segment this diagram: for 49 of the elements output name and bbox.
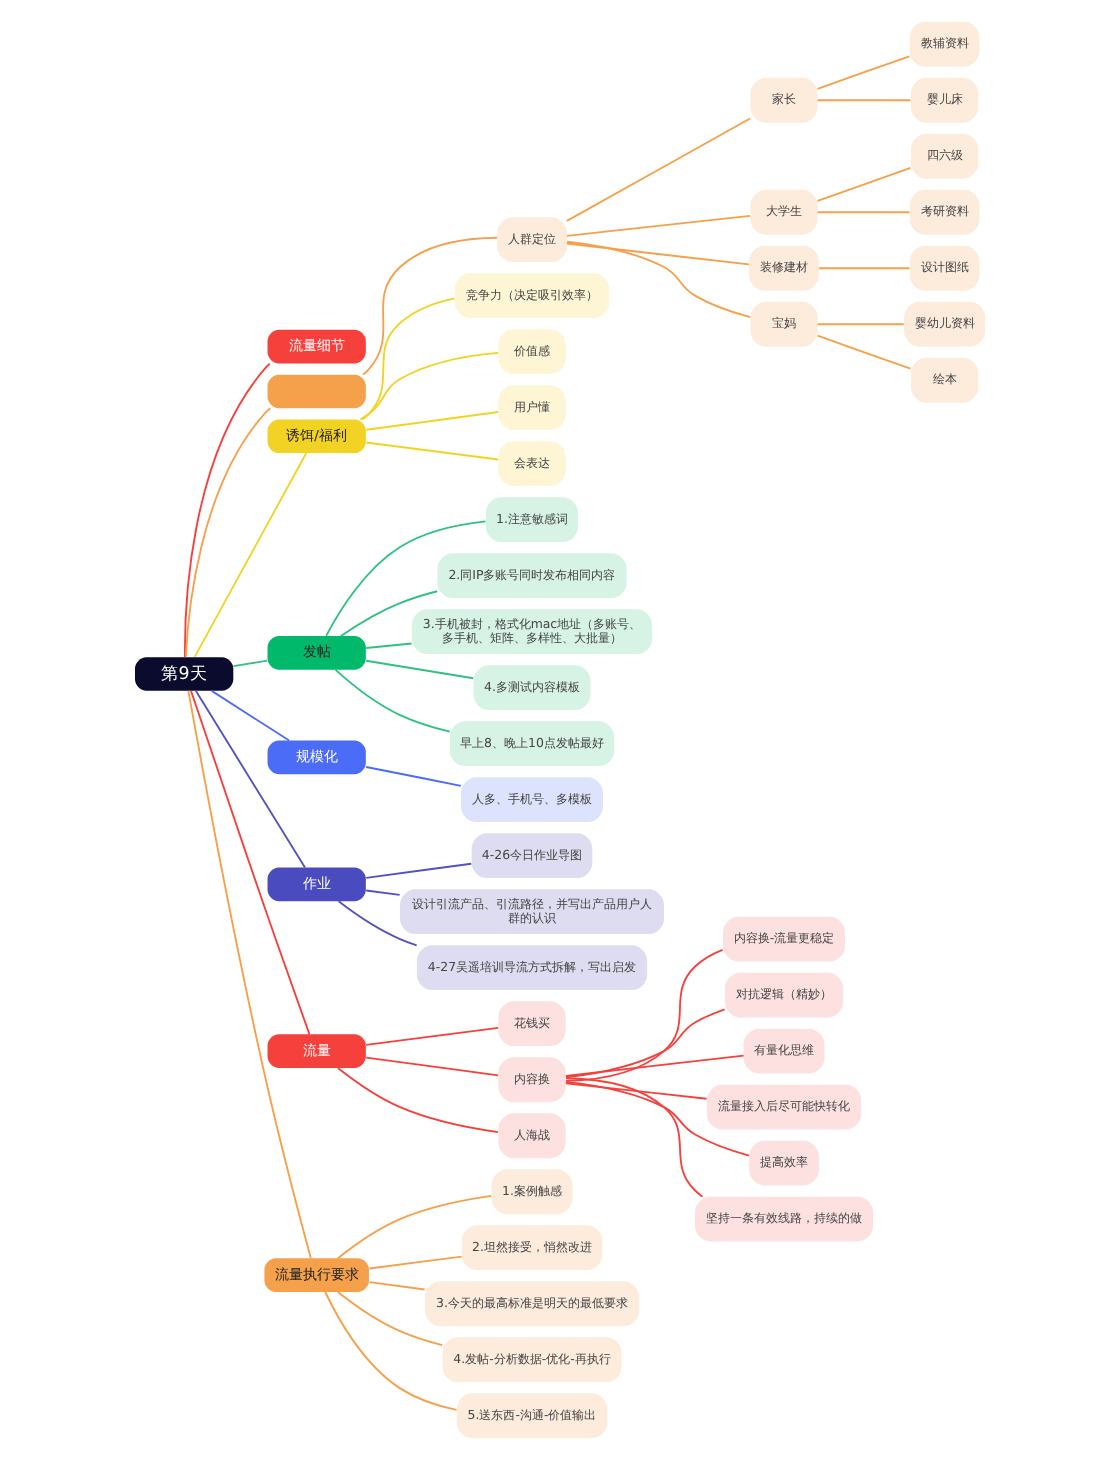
connector: [565, 1008, 726, 1079]
connector: [187, 689, 312, 1259]
connector: [565, 1077, 704, 1198]
connector: [193, 452, 308, 658]
connector: [336, 1195, 493, 1260]
connector: [565, 242, 750, 266]
connector: [365, 642, 413, 649]
connector: [359, 351, 500, 421]
node-box: [267, 374, 366, 409]
connector: [365, 1056, 500, 1077]
connector: [339, 590, 439, 637]
connector: [365, 441, 500, 461]
connector: [336, 1291, 444, 1347]
connector: [816, 99, 912, 102]
connector: [337, 900, 418, 947]
connector: [565, 948, 724, 1082]
node-box: 第9天: [135, 657, 234, 691]
connector: [365, 766, 462, 787]
connector: [816, 334, 912, 370]
connector: [232, 659, 269, 668]
connector: [365, 411, 500, 431]
connector: [324, 1291, 458, 1411]
connector: [336, 1067, 499, 1133]
connector: [818, 267, 911, 270]
connector: [183, 362, 271, 659]
connector: [365, 862, 473, 879]
connector: [334, 668, 451, 733]
connector: [361, 297, 456, 421]
connector: [816, 323, 905, 326]
connector: [566, 240, 752, 319]
connector: [816, 166, 912, 202]
connector: [564, 1081, 750, 1157]
connector: [564, 1082, 708, 1100]
connector: [194, 689, 306, 869]
connector: [565, 214, 751, 237]
connector: [365, 659, 475, 680]
connector: [564, 1054, 745, 1077]
connector: [184, 407, 272, 658]
connector: [362, 236, 498, 376]
connector: [816, 55, 911, 90]
connector: [365, 889, 401, 896]
connector: [365, 1026, 500, 1046]
connector: [325, 520, 487, 637]
connector: [565, 117, 751, 222]
connector: [190, 690, 311, 1036]
connector: [210, 689, 291, 742]
connector: [368, 1255, 463, 1270]
connector: [816, 211, 911, 214]
connector: [368, 1281, 426, 1291]
